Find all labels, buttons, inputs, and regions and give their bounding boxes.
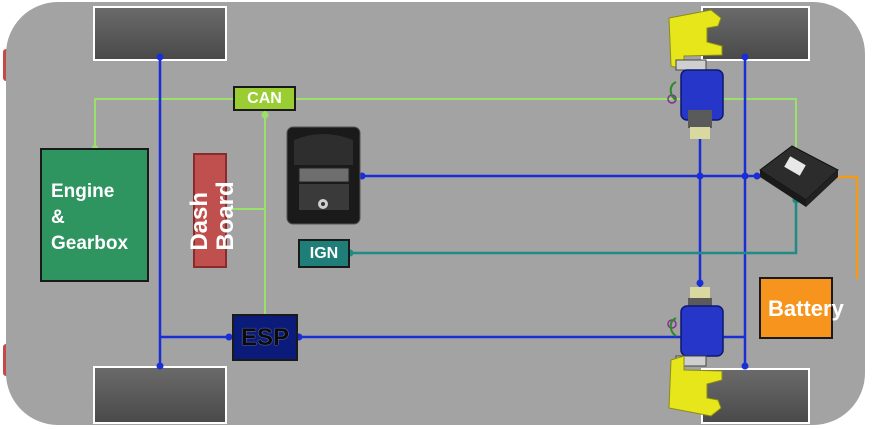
ign-label: IGN <box>309 244 339 262</box>
esp-module-box: ESP <box>232 314 298 361</box>
engine-gearbox-box: Engine & Gearbox <box>40 148 149 282</box>
ign-label-box: IGN <box>298 239 350 268</box>
engine-label-line3: Gearbox <box>51 233 129 254</box>
can-label: CAN <box>247 89 282 107</box>
brake-actuator-icon-rear <box>667 287 724 417</box>
battery-box <box>759 277 833 339</box>
ecu-module-icon <box>759 145 839 207</box>
dash-board-label: Dash Board <box>186 181 239 251</box>
can-bus-label-box: CAN <box>233 86 296 111</box>
dash-label-line1: Dash <box>186 191 213 251</box>
dash-label-line2: Board <box>212 181 239 251</box>
engine-label-line2: & <box>51 207 65 228</box>
battery-wire <box>830 175 859 279</box>
ign-wire <box>350 198 798 255</box>
engine-label-line1: Engine <box>51 181 115 202</box>
battery-label: Battery <box>768 296 844 321</box>
esp-label: ESP <box>240 323 290 351</box>
can-bus-wires <box>94 98 797 317</box>
brake-actuator-icon <box>667 9 724 139</box>
ignition-switch-icon <box>286 126 361 225</box>
dash-board-box <box>193 153 227 268</box>
